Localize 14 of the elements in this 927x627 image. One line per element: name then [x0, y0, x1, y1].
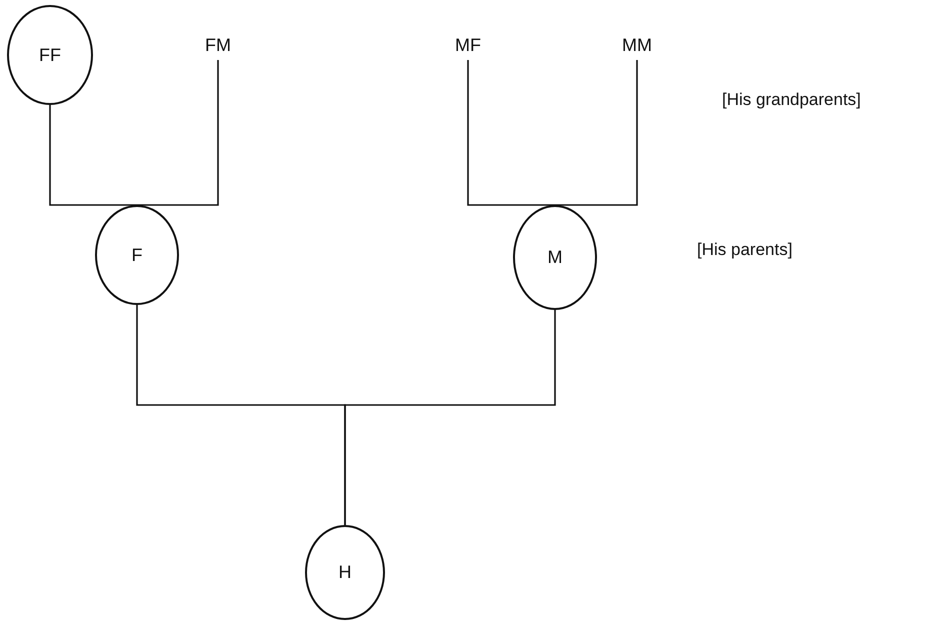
generation-note: [His parents]: [697, 240, 792, 260]
connector-line: [49, 105, 137, 206]
connector-line: [467, 60, 555, 206]
node-text: H: [338, 562, 352, 583]
node-text: MM: [622, 34, 652, 56]
node-text: M: [548, 247, 562, 268]
connector-line: [555, 60, 638, 206]
connector-line: [137, 60, 219, 206]
connector-line: [344, 310, 556, 525]
node-text: F: [132, 244, 142, 266]
node-text: MF: [455, 34, 481, 56]
node-text: FM: [205, 34, 231, 56]
node-text: FF: [39, 44, 61, 66]
generation-note: [His grandparents]: [722, 90, 861, 110]
